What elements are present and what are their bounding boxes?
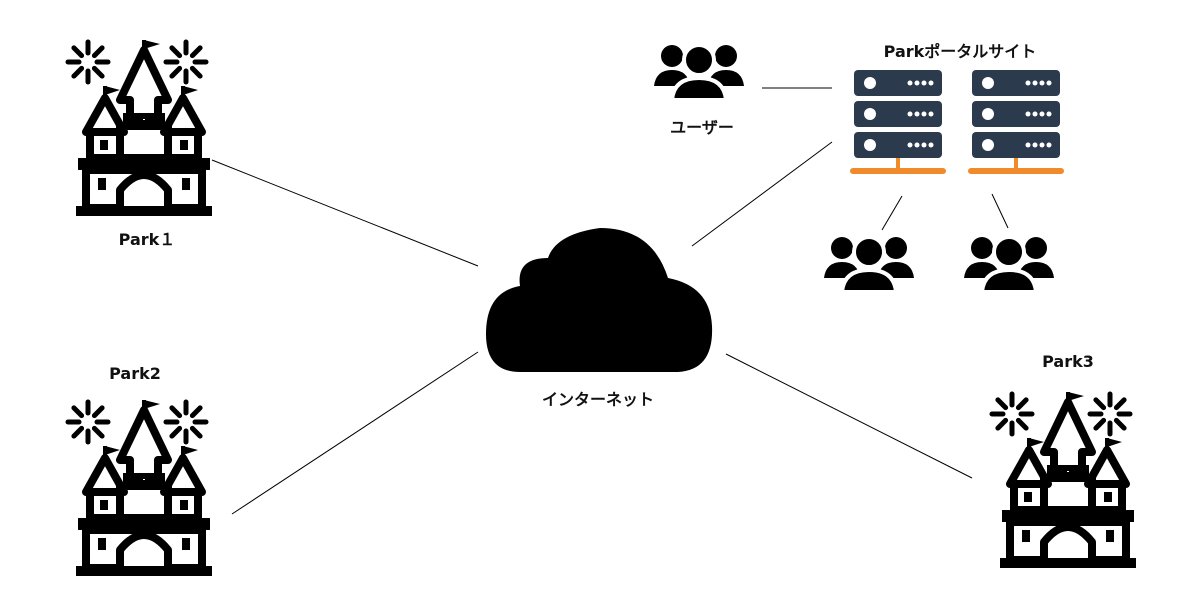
internet-label: インターネット [541, 390, 655, 409]
cloud-icon [486, 228, 713, 372]
link-park1-internet [211, 159, 479, 267]
castle-icon [68, 40, 212, 216]
park3-label: Park3 [1042, 352, 1094, 371]
portal-label: Parkポータルサイト [883, 42, 1037, 61]
server-rack-icon [850, 70, 946, 174]
castle-icon [992, 392, 1136, 568]
server-rack-icon [968, 70, 1064, 174]
users-group-icon [822, 235, 916, 294]
link-park2-internet [231, 351, 479, 515]
link-internet-portal [691, 141, 833, 247]
users-group-icon [962, 235, 1056, 294]
user-label: ユーザー [670, 118, 734, 137]
park2-label: Park2 [109, 364, 161, 383]
castle-icon [68, 400, 212, 576]
link-portal-users-left [881, 195, 903, 231]
park1-label: Park１ [118, 230, 176, 249]
connection-lines [211, 87, 1009, 515]
users-group-icon [652, 43, 746, 102]
link-internet-park3 [725, 353, 973, 479]
link-portal-users-right [991, 193, 1009, 229]
